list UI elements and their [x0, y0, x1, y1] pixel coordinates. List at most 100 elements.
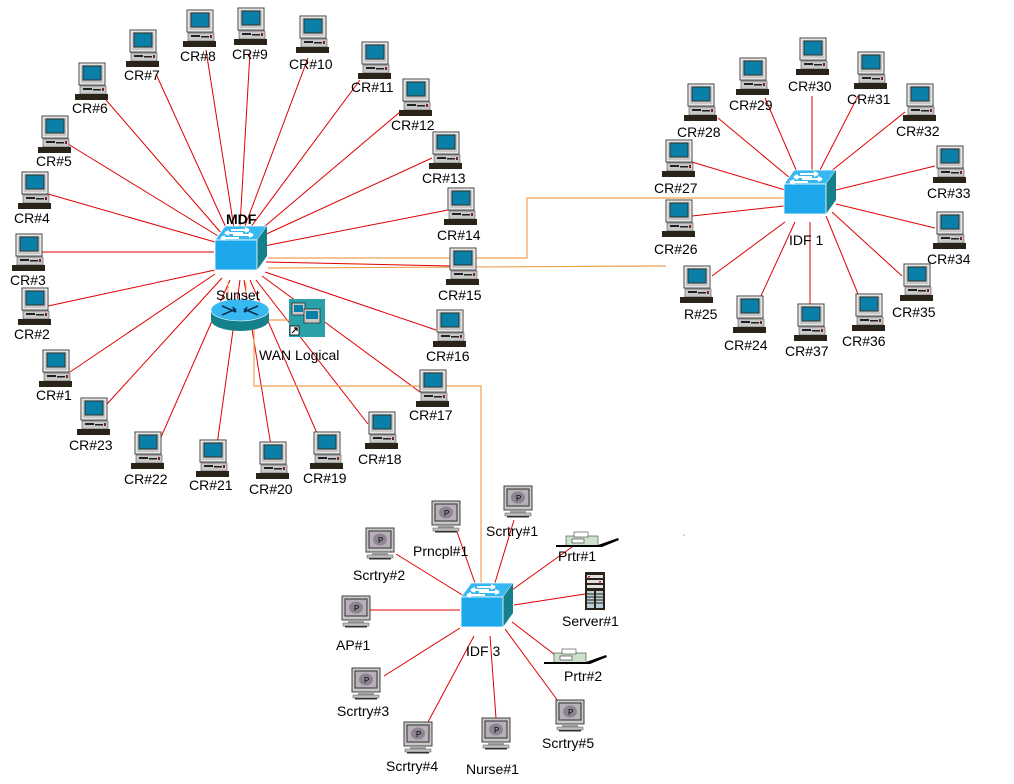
computer-label-cr37: CR#37	[785, 343, 829, 359]
computer-label-r25: R#25	[684, 306, 718, 322]
computer-icon[interactable]	[17, 171, 52, 210]
link-idf3-scrtry5	[504, 628, 559, 702]
workstation-icon[interactable]	[351, 667, 381, 700]
computer-icon[interactable]	[932, 145, 967, 184]
trunk-mdf-idf3	[253, 306, 482, 583]
mdf-switch-icon[interactable]	[214, 225, 268, 271]
idf3-switch-icon[interactable]	[460, 582, 514, 628]
link-idf3-prncpl1	[455, 528, 477, 587]
server-icon[interactable]	[584, 571, 606, 611]
workstation-icon[interactable]	[503, 485, 533, 518]
link-idf3-scrtry4	[427, 635, 475, 723]
idf1-switch-icon[interactable]	[783, 169, 837, 215]
computer-label-cr1: CR#1	[36, 387, 72, 403]
printer-icon[interactable]	[543, 648, 608, 665]
computer-label-cr24: CR#24	[724, 337, 768, 353]
computer-icon[interactable]	[683, 83, 718, 122]
link-mdf-CR9	[239, 51, 251, 227]
computer-label-cr35: CR#35	[892, 304, 936, 320]
computer-icon[interactable]	[398, 78, 433, 117]
computer-label-cr29: CR#29	[729, 97, 773, 113]
computer-label-cr31: CR#31	[847, 91, 891, 107]
device-label-scrtry1: Scrtry#1	[486, 523, 538, 539]
computer-label-cr9: CR#9	[232, 46, 268, 62]
computer-icon[interactable]	[309, 431, 344, 470]
computer-icon[interactable]	[76, 397, 111, 436]
computer-icon[interactable]	[932, 211, 967, 250]
computer-icon[interactable]	[415, 369, 450, 408]
computer-icon[interactable]	[735, 57, 770, 96]
computer-icon[interactable]	[851, 293, 886, 332]
link-mdf-CR10	[244, 57, 309, 227]
router-icon[interactable]	[210, 298, 270, 331]
link-idf1-CR33	[835, 165, 936, 191]
computer-icon[interactable]	[795, 37, 830, 76]
link-idf1-CR27	[691, 161, 786, 191]
computer-label-cr33: CR#33	[927, 185, 971, 201]
device-label-scrtry2: Scrtry#2	[353, 567, 405, 583]
link-mdf-CR15	[265, 261, 451, 267]
computer-icon[interactable]	[902, 83, 937, 122]
idf1-label: IDF 1	[789, 232, 823, 248]
computer-icon[interactable]	[679, 265, 714, 304]
computer-icon[interactable]	[255, 441, 290, 480]
computer-icon[interactable]	[428, 131, 463, 170]
link-mdf-CR8	[205, 49, 235, 229]
computer-label-cr28: CR#28	[677, 124, 721, 140]
computer-icon[interactable]	[195, 439, 230, 478]
computer-icon[interactable]	[364, 411, 399, 450]
computer-label-cr5: CR#5	[36, 153, 72, 169]
computer-icon[interactable]	[661, 139, 696, 178]
workstation-icon[interactable]	[341, 595, 371, 628]
device-label-prncpl1: Prncpl#1	[413, 543, 468, 559]
computer-icon[interactable]	[74, 62, 109, 101]
wan-logical-label: WAN Logical	[259, 347, 339, 363]
computer-label-cr22: CR#22	[124, 471, 168, 487]
computer-icon[interactable]	[661, 199, 696, 238]
computer-label-cr11: CR#11	[351, 79, 394, 95]
device-label-ap1: AP#1	[336, 637, 370, 653]
link-idf3-scrtry2	[395, 553, 465, 597]
computer-icon[interactable]	[182, 9, 217, 48]
link-mdf-CR13	[261, 157, 433, 237]
link-idf1-CR36	[825, 215, 859, 295]
workstation-icon[interactable]	[365, 527, 395, 560]
link-idf1-CR31	[819, 95, 859, 171]
computer-label-cr10: CR#10	[289, 56, 333, 72]
computer-icon[interactable]	[899, 263, 934, 302]
computer-icon[interactable]	[432, 309, 467, 348]
computer-icon[interactable]	[233, 7, 268, 46]
computer-icon[interactable]	[130, 431, 165, 470]
computer-icon[interactable]	[17, 287, 52, 326]
workstation-icon[interactable]	[431, 500, 461, 533]
computer-icon[interactable]	[357, 41, 392, 80]
device-label-prtr1: Prtr#1	[558, 548, 596, 564]
wan-logical-icon[interactable]	[289, 299, 325, 337]
computer-label-cr32: CR#32	[896, 123, 940, 139]
workstation-icon[interactable]	[555, 699, 585, 732]
computer-label-cr26: CR#26	[654, 241, 698, 257]
computer-icon[interactable]	[37, 115, 72, 154]
printer-icon[interactable]	[555, 531, 620, 548]
computer-icon[interactable]	[125, 29, 160, 68]
workstation-icon[interactable]	[481, 717, 511, 750]
computer-label-cr27: CR#27	[654, 180, 698, 196]
link-idf1-R25	[711, 221, 786, 277]
computer-icon[interactable]	[295, 15, 330, 54]
computer-icon[interactable]	[38, 349, 73, 388]
computer-icon[interactable]	[443, 187, 478, 226]
router-label: Sunset	[216, 287, 260, 303]
computer-label-cr3: CR#3	[10, 272, 46, 288]
mdf-label: MDF	[226, 211, 257, 227]
computer-icon[interactable]	[445, 247, 480, 286]
workstation-icon[interactable]	[403, 721, 433, 754]
computer-icon[interactable]	[732, 295, 767, 334]
computer-label-cr18: CR#18	[358, 451, 402, 467]
computer-icon[interactable]	[853, 51, 888, 90]
link-idf1-CR26	[691, 205, 785, 217]
computer-label-cr7: CR#7	[124, 67, 160, 83]
computer-icon[interactable]	[11, 233, 46, 272]
idf3-label: IDF 3	[466, 643, 500, 659]
computer-icon[interactable]	[793, 303, 828, 342]
